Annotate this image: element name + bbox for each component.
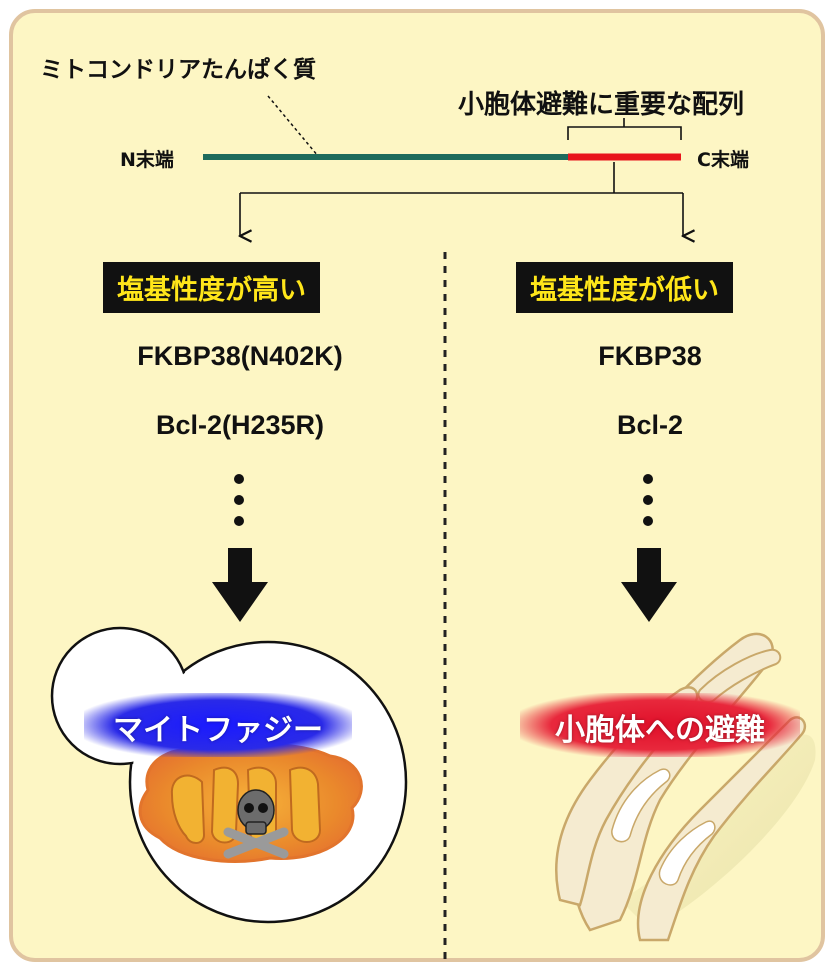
c-terminus-label: C末端 (697, 149, 749, 171)
left-protein-1: FKBP38(N402K) (137, 341, 343, 371)
right-protein-1: FKBP38 (598, 341, 702, 371)
outcome-mitophagy: マイトファジー (113, 713, 323, 748)
er-illustration (555, 632, 816, 942)
down-arrow-right (621, 548, 677, 622)
branch-connector (240, 162, 683, 194)
protein-label: ミトコンドリアたんぱく質 (40, 57, 316, 83)
ellipsis-right (643, 474, 653, 526)
sequence-bracket (567, 118, 682, 140)
right-protein-2: Bcl-2 (616, 410, 684, 440)
ellipsis-left (234, 474, 244, 526)
badge-low-basicity: 塩基性度が低い (516, 262, 733, 313)
mitophagy-glow (84, 693, 352, 757)
er-refuge-glow (520, 693, 800, 757)
badge-high-basicity: 塩基性度が高い (103, 262, 320, 313)
sequence-label: 小胞体避難に重要な配列 (458, 90, 745, 120)
down-arrow-left (212, 548, 268, 622)
outcome-er-refuge: 小胞体への避難 (555, 713, 765, 748)
left-protein-2: Bcl-2(H235R) (155, 410, 325, 440)
protein-pointer-line (267, 95, 319, 157)
n-terminus-label: N末端 (120, 149, 174, 171)
skull-icon (223, 789, 289, 859)
